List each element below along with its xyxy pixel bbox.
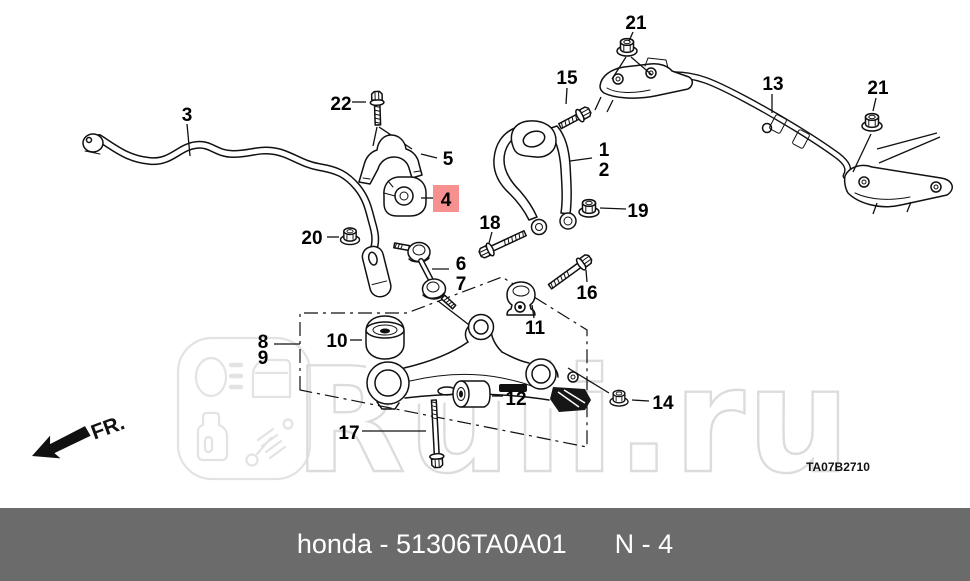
arm-bushing-10 [365,315,405,360]
footer-bar: honda - 51306TA0A01 N - 4 [0,508,970,581]
flange-bolt-22 [369,90,386,126]
part-label-19: 19 [627,201,648,222]
flange-bolt-15 [556,103,594,133]
part-label-9: 9 [258,348,269,369]
footer-part-number: honda - 51306TA0A01 [296,529,567,559]
watermark-icon-panel [176,336,312,481]
part-label-21-right: 21 [867,78,889,99]
part-label-6: 6 [456,254,467,275]
part-label-11: 11 [525,318,546,339]
parts-diagram: Ruli.ru [32,13,953,507]
part-label-14: 14 [652,393,674,414]
part-label-12: 12 [505,389,526,410]
flange-nut-19 [578,198,600,218]
part-label-17: 17 [338,423,359,444]
stabilizer-bracket-5 [358,134,423,185]
arm-bushing-11 [506,281,536,316]
leader-lines [186,31,941,432]
part-label-18: 18 [479,213,500,234]
diagram-code: TA07B2710 [806,460,870,474]
part-label-20: 20 [301,228,322,249]
part-label-5: 5 [443,149,454,170]
front-strut-bar [664,71,852,180]
strut-bar-bracket-left [599,57,693,99]
selected-part-highlight-box[interactable] [433,185,459,212]
part-label-16: 16 [576,283,597,304]
flange-nut-21-left [616,37,638,57]
upper-control-arm [493,120,577,236]
fr-label: FR. [88,411,128,444]
part-label-2: 2 [599,160,610,181]
flange-nut-14 [609,389,629,407]
fr-direction-arrow: FR. [32,411,128,459]
stabilizer-link [393,241,457,310]
part-label-22: 22 [330,94,351,115]
part-label-10: 10 [326,331,347,352]
selected-part-highlight[interactable]: 4 [433,185,459,212]
part-label-21-left: 21 [625,13,647,34]
arm-bushing-12 [452,380,491,408]
part-label-15: 15 [556,68,578,89]
part-label-3: 3 [182,105,193,126]
part-label-7: 7 [456,274,467,295]
flange-nut-21-right [861,112,883,132]
footer-page-ref: N - 4 [614,529,674,559]
stabilizer-bar [82,133,392,298]
part-label-4-highlighted[interactable]: 4 [441,190,452,211]
strut-bar-bracket-right [843,164,953,208]
part-label-13: 13 [762,74,783,95]
part-label-8: 8 [258,332,269,353]
flange-nut-20 [339,227,361,246]
stabilizer-bushing-4 [383,176,427,217]
lower-control-arm [366,313,591,412]
part-label-1: 1 [599,140,610,161]
